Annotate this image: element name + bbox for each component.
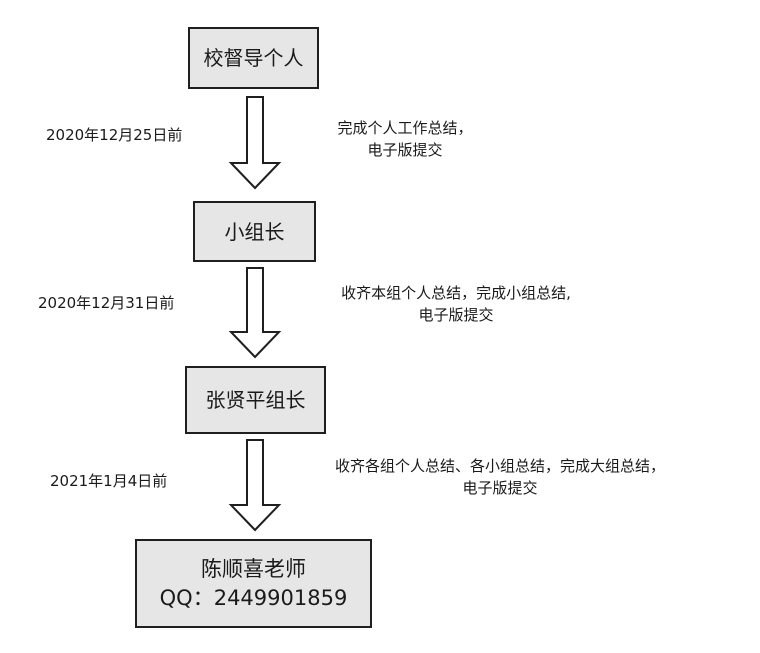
down-arrow-1 [228,96,282,190]
node-label: 张贤平组长 [205,388,306,412]
down-arrow-2 [228,267,282,359]
node-label: 小组长 [224,219,285,244]
task-note-line: 完成个人工作总结， [337,119,473,137]
node-school-supervisor-individual: 校督导个人 [188,27,319,89]
node-label-name: 陈顺喜老师 [201,556,306,581]
task-note-3: 收齐各组个人总结、各小组总结，完成大组总结， 电子版提交 [280,455,720,499]
task-note-line: 电子版提交 [367,141,443,159]
deadline-label-2: 2020年12月31日前 [38,294,175,312]
node-zhang-xianping-leader: 张贤平组长 [185,366,326,434]
task-note-2: 收齐本组个人总结，完成小组总结, 电子版提交 [296,282,616,326]
task-note-line: 电子版提交 [462,479,538,497]
task-note-line: 收齐本组个人总结，完成小组总结, [341,284,571,302]
node-label-qq: QQ：2449901859 [159,585,348,610]
node-label: 校督导个人 [203,46,304,70]
node-group-leader: 小组长 [193,201,316,262]
deadline-label-3: 2021年1月4日前 [50,472,168,490]
down-arrow-3 [228,439,282,532]
task-note-1: 完成个人工作总结， 电子版提交 [300,117,510,161]
task-note-line: 电子版提交 [418,306,494,324]
task-note-line: 收齐各组个人总结、各小组总结，完成大组总结， [334,457,665,475]
deadline-label-1: 2020年12月25日前 [46,126,183,144]
node-teacher-chen-shunxi: 陈顺喜老师 QQ：2449901859 [135,539,372,628]
